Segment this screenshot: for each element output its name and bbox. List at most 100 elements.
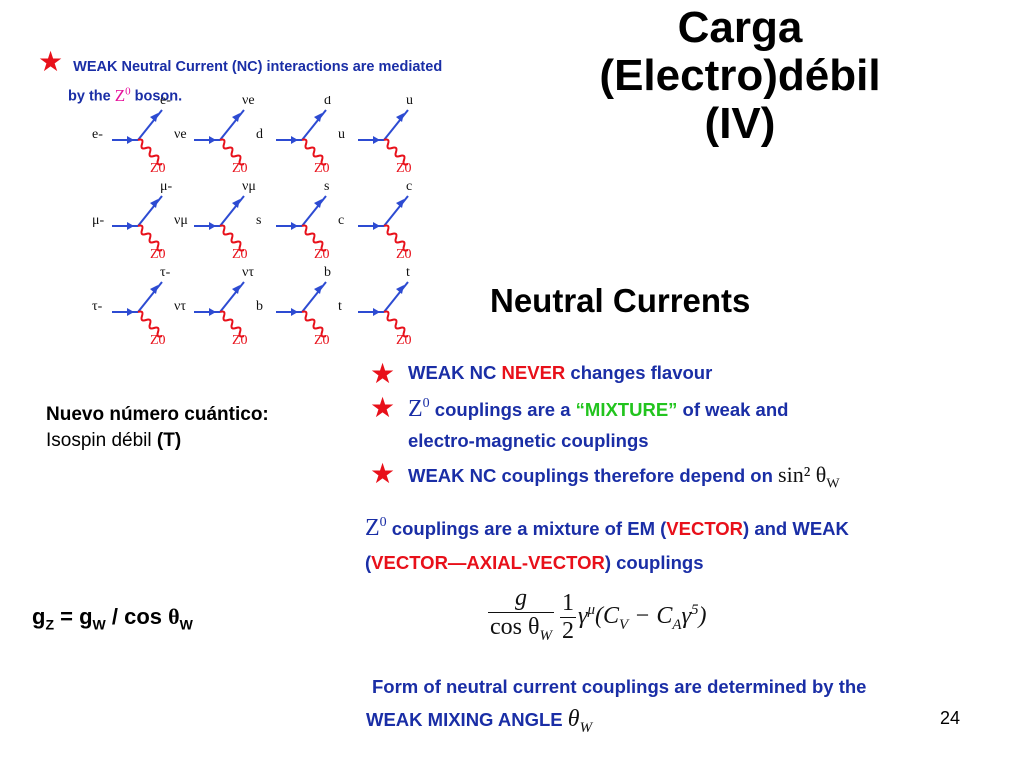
arrow-icon <box>291 136 298 144</box>
incoming-particle-label: b <box>256 299 263 314</box>
arrow-icon <box>373 136 380 144</box>
outgoing-particle-label: νe <box>242 96 255 108</box>
z-boson-label: Z0 <box>396 161 412 176</box>
z-boson-label: Z0 <box>150 161 166 176</box>
outgoing-particle-label: s <box>324 179 329 194</box>
arrow-icon <box>314 199 322 208</box>
intro-boson: Z0 <box>114 85 131 105</box>
fermion-out-line <box>219 195 245 227</box>
conclusion-text: Form of neutral current couplings are de… <box>366 676 867 736</box>
intro-line2-suffix: boson. <box>130 88 183 105</box>
outgoing-particle-label: t <box>406 265 410 280</box>
intro-nc: (NC) <box>231 59 263 75</box>
arrow-icon <box>150 199 158 208</box>
incoming-particle-label: c <box>338 213 344 228</box>
z-boson-line <box>383 138 409 166</box>
arrow-icon <box>209 222 216 230</box>
fermion-out-line <box>219 109 245 141</box>
z-boson-line <box>383 224 409 252</box>
arrow-icon <box>232 199 240 208</box>
z-boson-line <box>301 310 327 338</box>
fermion-out-line <box>137 109 163 141</box>
note-bold: Nuevo número cuántico: <box>46 404 269 425</box>
arrow-icon <box>150 285 158 294</box>
incoming-particle-label: u <box>338 127 345 142</box>
z-boson-label: Z0 <box>150 333 166 348</box>
intro-text: ★ WEAK Neutral Current (NC) interactions… <box>38 48 508 109</box>
title-line-3: (IV) <box>704 99 776 148</box>
incoming-particle-label: μ- <box>92 213 105 228</box>
z-boson-label: Z0 <box>396 333 412 348</box>
section-subtitle: Neutral Currents <box>490 282 751 319</box>
z-boson-line <box>219 310 245 338</box>
fermion-out-line <box>301 281 327 313</box>
gz-relation: gZ = gW / cos θW <box>32 604 193 633</box>
fermion-out-line <box>137 195 163 227</box>
z-boson-label: Z0 <box>314 247 330 262</box>
arrow-icon <box>314 113 322 122</box>
intro-neutral-current: Neutral Current <box>117 59 232 75</box>
outgoing-particle-label: b <box>324 265 331 280</box>
z-boson-label: Z0 <box>232 333 248 348</box>
z-boson-line <box>219 138 245 166</box>
arrow-icon <box>396 285 404 294</box>
incoming-particle-label: τ- <box>92 299 103 314</box>
outgoing-particle-label: e- <box>160 96 171 108</box>
outgoing-particle-label: μ- <box>160 179 173 194</box>
z-boson-line <box>383 310 409 338</box>
arrow-icon <box>373 222 380 230</box>
z-boson-line <box>301 224 327 252</box>
outgoing-particle-label: c <box>406 179 412 194</box>
z-boson-line <box>137 310 163 338</box>
incoming-particle-label: d <box>256 127 263 142</box>
z-boson-label: Z0 <box>232 161 248 176</box>
fermion-out-line <box>383 195 409 227</box>
coupling-formula: g cos θW 1 2 γμ(CV − CAγ5) <box>488 585 707 650</box>
star-icon: ★ <box>38 46 64 77</box>
title-line-1: Carga <box>677 3 803 52</box>
arrow-icon <box>127 136 134 144</box>
arrow-icon <box>396 113 404 122</box>
feynman-diagram-grid: e-e-Z0νeνeZ0ddZ0uuZ0μ-μ-Z0νμνμZ0ssZ0ccZ0… <box>92 96 413 348</box>
star-icon: ★ <box>370 358 396 389</box>
fermion-out-line <box>301 195 327 227</box>
z-boson-label: Z0 <box>314 161 330 176</box>
intro-line2-prefix: by the <box>68 88 115 105</box>
mixture-text: Z0 couplings are a mixture of EM (VECTOR… <box>365 515 849 573</box>
fermion-out-line <box>219 281 245 313</box>
arrow-icon <box>209 136 216 144</box>
incoming-particle-label: e- <box>92 127 103 142</box>
z-boson-line <box>137 138 163 166</box>
z-boson-label: Z0 <box>314 333 330 348</box>
arrow-icon <box>314 285 322 294</box>
note-normal: Isospin débil <box>46 430 157 451</box>
arrow-icon <box>291 222 298 230</box>
arrow-icon <box>150 113 158 122</box>
slide-title: Carga (Electro)débil (IV) <box>520 4 960 148</box>
title-line-2: (Electro)débil <box>599 51 881 100</box>
z-boson-line <box>219 224 245 252</box>
z-boson-line <box>137 224 163 252</box>
outgoing-particle-label: τ- <box>160 265 171 280</box>
intro-rest: interactions are mediated <box>262 59 443 75</box>
incoming-particle-label: νe <box>174 127 187 142</box>
isospin-note: Nuevo número cuántico: Isospin débil (T) <box>46 402 276 454</box>
z-boson-label: Z0 <box>150 247 166 262</box>
star-icon: ★ <box>370 458 396 489</box>
outgoing-particle-label: νμ <box>242 179 256 194</box>
fermion-out-line <box>137 281 163 313</box>
outgoing-particle-label: ντ <box>242 265 254 280</box>
outgoing-particle-label: d <box>324 96 331 108</box>
arrow-icon <box>209 308 216 316</box>
fermion-out-line <box>301 109 327 141</box>
z-boson-label: Z0 <box>232 247 248 262</box>
note-bold2: (T) <box>156 430 182 451</box>
z-boson-line <box>301 138 327 166</box>
incoming-particle-label: ντ <box>174 299 186 314</box>
incoming-particle-label: νμ <box>174 213 188 228</box>
arrow-icon <box>127 222 134 230</box>
incoming-particle-label: s <box>256 213 261 228</box>
fermion-out-line <box>383 109 409 141</box>
fermion-out-line <box>383 281 409 313</box>
incoming-particle-label: t <box>338 299 342 314</box>
